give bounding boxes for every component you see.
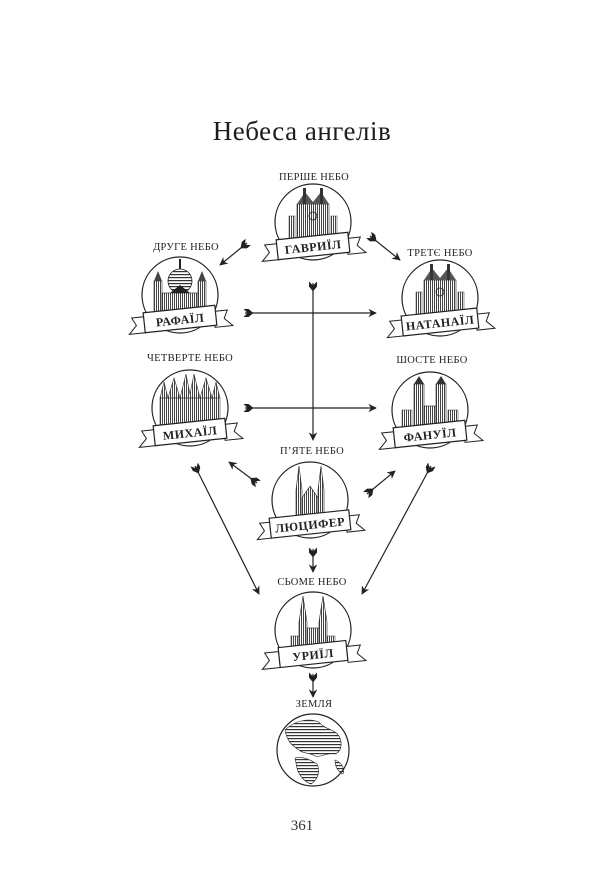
angel-name-raphael: РАФАЇЛ (155, 310, 205, 329)
name-banner: НАТАНАЇЛ (386, 307, 497, 339)
node-heaven1: ГАВРИЇЛ (261, 183, 368, 263)
node-earth (276, 713, 350, 787)
edges-layer (190, 231, 436, 698)
edge-heaven1-heaven2 (219, 238, 251, 266)
globe-icon (276, 713, 350, 787)
heaven-label-first: ПЕРШЕ НЕБО (278, 172, 349, 183)
angel-name-uriel: УРИЇЛ (292, 646, 335, 664)
heaven-label-sixth: ШОСТЕ НЕБО (396, 355, 468, 366)
name-banner: ГАВРИЇЛ (261, 231, 368, 263)
name-banner: ФАНУЇЛ (378, 419, 485, 451)
edge-heaven4-heaven7 (190, 462, 260, 595)
heaven-label-third: ТРЕТЄ НЕБО (407, 248, 473, 259)
node-heaven6: ФАНУЇЛ (378, 371, 485, 451)
diagram-title: Небеса ангелів (212, 116, 392, 146)
node-heaven3: НАТАНАЇЛ (386, 259, 497, 339)
heaven-label-seventh: СЬОМЕ НЕБО (277, 577, 347, 588)
name-banner: ЛЮЦИФЕР (256, 509, 367, 541)
angel-name-phanuel: ФАНУЇЛ (403, 425, 457, 444)
edge-heaven1-heaven3 (366, 231, 401, 261)
page-number: 361 (290, 818, 314, 834)
name-banner: МИХАЇЛ (138, 417, 245, 449)
node-heaven5: ЛЮЦИФЕР (256, 461, 367, 541)
heaven-label-fifth: П’ЯТЕ НЕБО (279, 446, 345, 457)
node-heaven7: УРИЇЛ (261, 591, 368, 671)
angel-name-gabriel: ГАВРИЇЛ (284, 237, 342, 257)
angel-name-michael: МИХАЇЛ (162, 423, 218, 443)
earth-label: ЗЕМЛЯ (295, 699, 333, 710)
edge-heaven5-heaven6 (363, 470, 396, 499)
node-heaven4: МИХАЇЛ (138, 369, 245, 449)
name-banner: РАФАЇЛ (128, 304, 235, 336)
edge-heaven6-heaven7 (361, 462, 436, 595)
heaven-label-fourth: ЧЕТВЕРТЕ НЕБО (147, 353, 233, 364)
name-banner: УРИЇЛ (261, 639, 368, 671)
heaven-label-second: ДРУГЕ НЕБО (153, 242, 219, 253)
towered-church-icon (401, 376, 459, 431)
node-heaven2: РАФАЇЛ (128, 256, 235, 336)
edge-heaven5-heaven4 (228, 461, 261, 488)
